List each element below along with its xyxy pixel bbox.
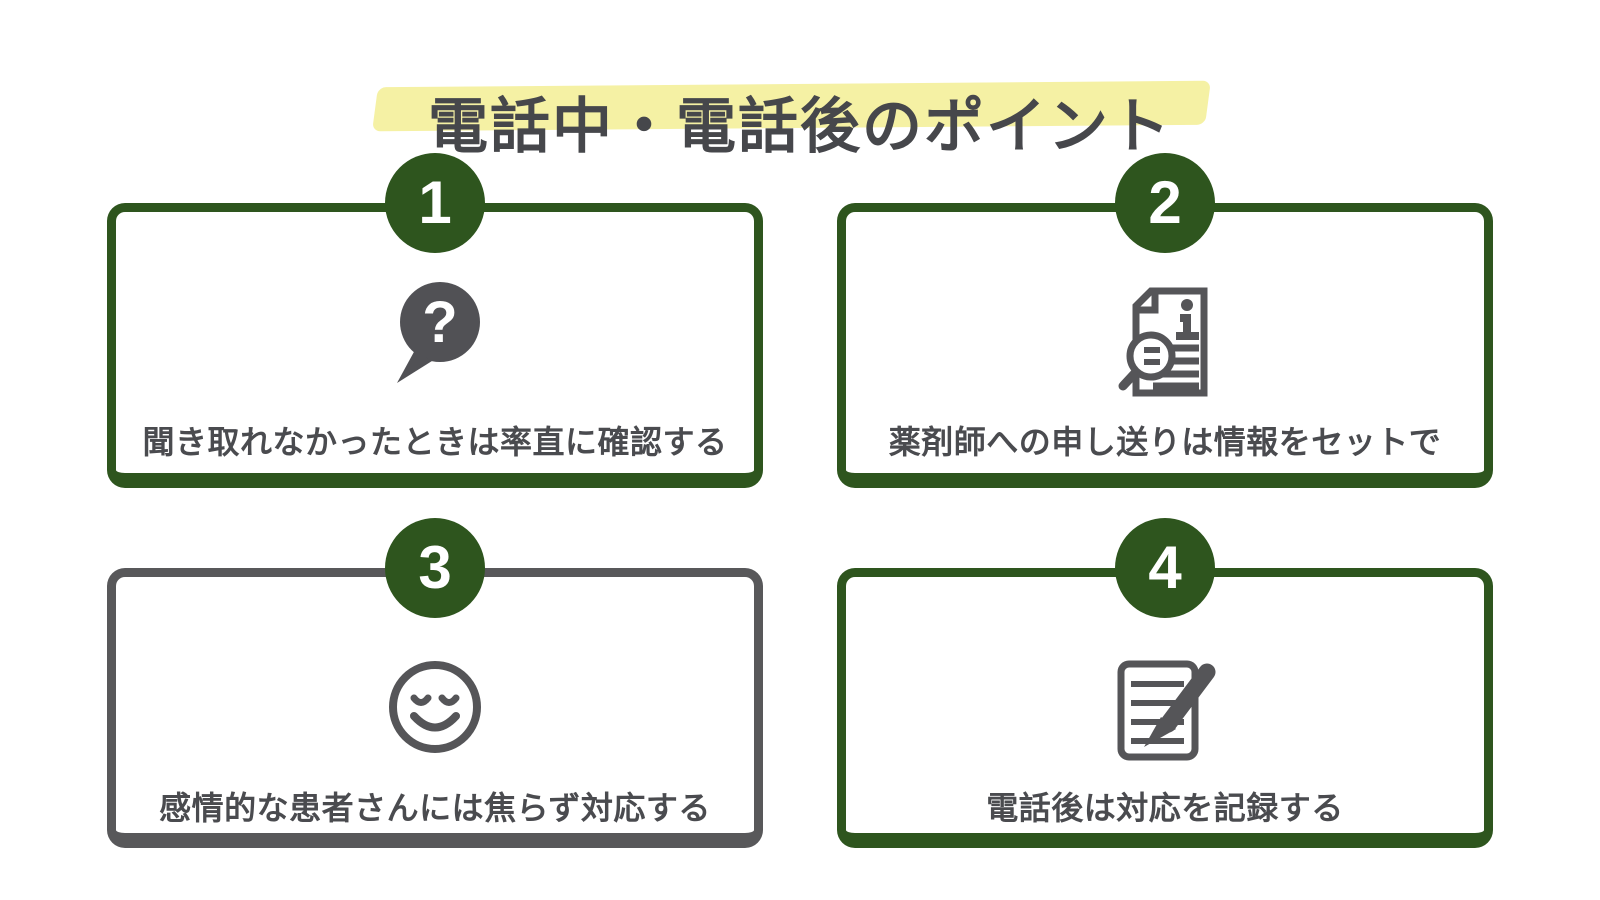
svg-text:?: ? [422,290,457,355]
card-point-1: 1 ? 聞き取れなかったときは率直に確認する [107,153,763,488]
calm-smiling-face-icon [387,659,483,760]
document-info-magnifier-icon [1115,280,1215,403]
card-caption: 薬剤師への申し送りは情報をセットで [888,424,1442,460]
number-badge-3: 3 [385,518,485,618]
card-point-2: 2 薬剤師への申し送りは情報をセットで [837,153,1493,488]
card-caption: 電話後は対応を記録する [986,790,1344,826]
page-title: 電話中・電話後のポイント [428,93,1172,161]
card-point-4: 4 電話後は対応を記録する [837,518,1493,848]
card-caption: 感情的な患者さんには焦らず対応する [159,790,711,826]
number-badge-2: 2 [1115,153,1215,253]
badge-number: 4 [1148,534,1182,601]
card-point-3: 3 感情的な患者さんには焦らず対応する [107,518,763,848]
badge-number: 3 [418,534,452,601]
badge-number: 1 [418,169,452,236]
question-speech-bubble-icon: ? [387,280,483,395]
badge-number: 2 [1148,169,1182,236]
notepad-pen-icon [1114,659,1216,766]
number-badge-1: 1 [385,153,485,253]
number-badge-4: 4 [1115,518,1215,618]
card-caption: 聞き取れなかったときは率直に確認する [142,424,728,460]
